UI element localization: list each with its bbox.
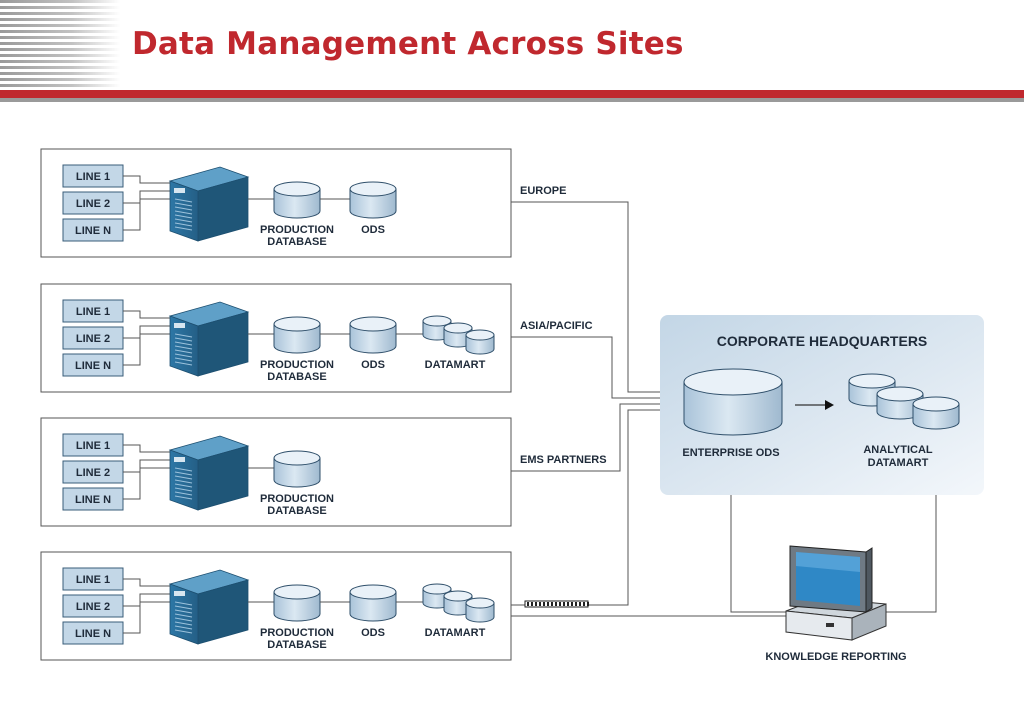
line-label: LINE 2 bbox=[76, 467, 110, 479]
analytical-datamart-icon bbox=[848, 373, 960, 430]
hq-to-reporting-line bbox=[730, 462, 790, 613]
ods-icon bbox=[349, 584, 397, 622]
line-label: LINE 1 bbox=[76, 574, 110, 586]
line-connector bbox=[123, 593, 170, 607]
line-connector bbox=[123, 325, 170, 339]
knowledge-reporting-label: KNOWLEDGE REPORTING bbox=[765, 651, 906, 663]
headquarters-panel: CORPORATE HEADQUARTERS ENTERPRISE ODS ANAL… bbox=[660, 315, 984, 495]
line-label: LINE 2 bbox=[76, 601, 110, 613]
knowledge-reporting: KNOWLEDGE REPORTING bbox=[765, 545, 907, 663]
server-icon bbox=[168, 569, 250, 645]
site-connector bbox=[511, 201, 686, 393]
line-box: LINE 2 bbox=[62, 191, 124, 215]
line-connector bbox=[123, 601, 170, 634]
site-connector bbox=[511, 409, 686, 606]
database-label-line2: DATABASE bbox=[267, 505, 326, 517]
ods-label: ODS bbox=[361, 359, 385, 371]
enterprise-ods-label: ENTERPRISE ODS bbox=[682, 447, 779, 459]
line-box: LINE 1 bbox=[62, 567, 124, 591]
line-box: LINE 2 bbox=[62, 326, 124, 350]
datamart-label: DATAMART bbox=[425, 627, 486, 639]
ods-icon bbox=[349, 181, 397, 219]
site-name-label: ASIA/PACIFIC bbox=[520, 320, 593, 332]
datamart-icon bbox=[422, 315, 495, 355]
line-connector bbox=[123, 459, 170, 473]
ods-label: ODS bbox=[361, 224, 385, 236]
header-stripes-fade bbox=[0, 0, 120, 90]
database-label-line2: DATABASE bbox=[267, 371, 326, 383]
line-box: LINE N bbox=[62, 218, 124, 242]
datamart-label: DATAMART bbox=[425, 359, 486, 371]
line-connector bbox=[123, 467, 170, 500]
enterprise-ods-icon bbox=[683, 368, 783, 436]
line-box: LINE 1 bbox=[62, 299, 124, 323]
header-rule-grey bbox=[0, 98, 1024, 102]
line-label: LINE 1 bbox=[76, 440, 110, 452]
site-name-label: EMS PARTNERS bbox=[520, 454, 607, 466]
database-icon bbox=[273, 584, 321, 622]
line-connector bbox=[123, 578, 170, 587]
database-label-line2: DATABASE bbox=[267, 236, 326, 248]
ods-label: ODS bbox=[361, 627, 385, 639]
line-box: LINE N bbox=[62, 487, 124, 511]
line-label: LINE 2 bbox=[76, 198, 110, 210]
headquarters-title: CORPORATE HEADQUARTERS bbox=[717, 333, 928, 349]
ods-icon bbox=[349, 316, 397, 354]
line-box: LINE N bbox=[62, 353, 124, 377]
database-label-line2: DATABASE bbox=[267, 639, 326, 651]
line-connector bbox=[123, 310, 170, 319]
database-label-line1: PRODUCTION bbox=[260, 224, 334, 236]
analytical-datamart-label-line2: DATAMART bbox=[868, 457, 929, 469]
database-label-line1: PRODUCTION bbox=[260, 627, 334, 639]
database-label-line1: PRODUCTION bbox=[260, 359, 334, 371]
line-label: LINE 2 bbox=[76, 333, 110, 345]
database-label-line1: PRODUCTION bbox=[260, 493, 334, 505]
line-box: LINE 2 bbox=[62, 460, 124, 484]
line-connector bbox=[123, 190, 170, 204]
database-icon bbox=[273, 450, 321, 488]
line-label: LINE 1 bbox=[76, 306, 110, 318]
site-connector bbox=[511, 336, 686, 399]
line-box: LINE 1 bbox=[62, 433, 124, 457]
analytical-datamart-label-line1: ANALYTICAL bbox=[863, 444, 933, 456]
database-icon bbox=[273, 316, 321, 354]
line-box: LINE 1 bbox=[62, 164, 124, 188]
line-connector bbox=[123, 175, 170, 184]
site-name-label: EUROPE bbox=[520, 185, 566, 197]
page-title: Data Management Across Sites bbox=[132, 26, 684, 62]
database-icon bbox=[273, 181, 321, 219]
header-rule-red bbox=[0, 90, 1024, 98]
datamart-icon bbox=[422, 583, 495, 623]
line-label: LINE N bbox=[75, 494, 111, 506]
link-marker bbox=[524, 600, 589, 608]
server-icon bbox=[168, 301, 250, 377]
line-label: LINE N bbox=[75, 360, 111, 372]
line-connector bbox=[123, 333, 170, 366]
server-icon bbox=[168, 435, 250, 511]
arrow-head bbox=[825, 400, 834, 410]
line-connector bbox=[123, 198, 170, 231]
line-label: LINE 1 bbox=[76, 171, 110, 183]
server-icon bbox=[168, 166, 250, 242]
line-box: LINE N bbox=[62, 621, 124, 645]
site-connector bbox=[511, 403, 686, 472]
line-label: LINE N bbox=[75, 628, 111, 640]
line-box: LINE 2 bbox=[62, 594, 124, 618]
line-connector bbox=[123, 444, 170, 453]
line-label: LINE N bbox=[75, 225, 111, 237]
